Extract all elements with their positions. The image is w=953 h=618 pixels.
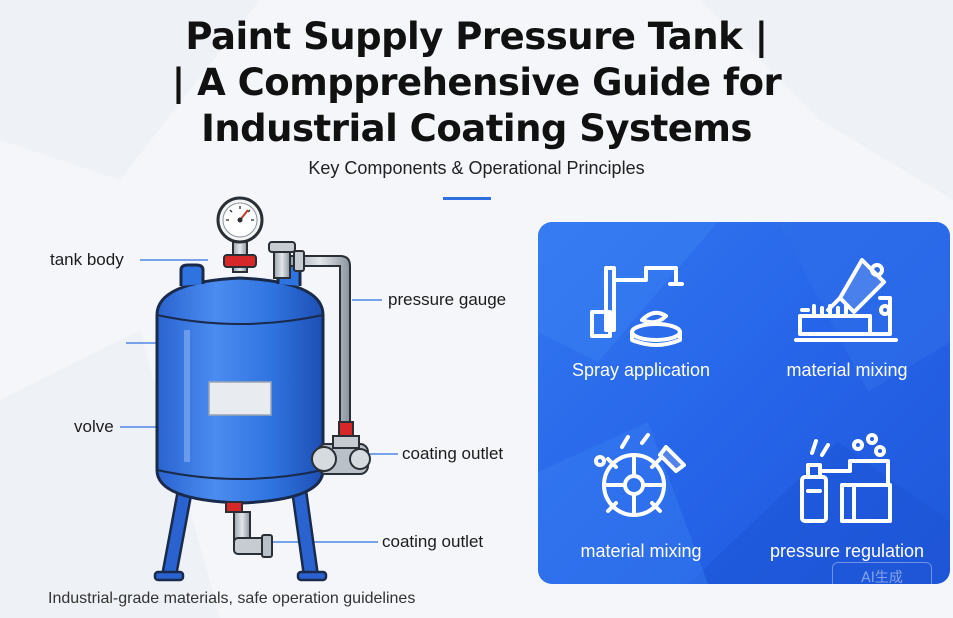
page-title: Paint Supply Pressure Tank | | A Comppre… bbox=[0, 14, 953, 152]
label-valve: volve bbox=[74, 417, 114, 436]
tank-nameplate bbox=[208, 381, 272, 416]
applications-panel: Spray application material mixing materi… bbox=[538, 222, 950, 584]
bottom-outlet-valve bbox=[225, 501, 273, 558]
feature-material-mixing-2: material mixing bbox=[538, 403, 744, 584]
label-coating-outlet-bottom: coating outlet bbox=[382, 532, 484, 551]
ai-generated-watermark: AI生成 bbox=[832, 562, 932, 584]
footer-note: Industrial-grade materials, safe operati… bbox=[48, 590, 416, 607]
title-line-1: Paint Supply Pressure Tank | bbox=[185, 15, 768, 58]
supply-pipe bbox=[268, 241, 351, 427]
feature-label: material mixing bbox=[786, 360, 908, 380]
label-coating-outlet-side: coating outlet bbox=[402, 444, 504, 463]
spray-equipment-icon bbox=[590, 266, 684, 347]
feature-pressure-regulation: pressure regulation bbox=[744, 403, 950, 584]
title-line-3: Industrial Coating Systems bbox=[201, 107, 752, 150]
pressure-gauge-assembly bbox=[216, 196, 264, 273]
label-tank-body: tank body bbox=[50, 250, 124, 269]
feature-spray-application: Spray application bbox=[538, 222, 744, 403]
side-outlet-valve bbox=[311, 421, 371, 475]
pressure-system-icon bbox=[800, 433, 892, 523]
feature-label: pressure regulation bbox=[769, 541, 925, 561]
panel-decoration bbox=[538, 222, 950, 584]
label-pressure-gauge: pressure gauge bbox=[388, 290, 507, 309]
title-line-2: | A Compprehensive Guide for bbox=[171, 61, 782, 104]
feature-label: material mixing bbox=[580, 541, 702, 561]
subtitle-divider bbox=[443, 197, 491, 200]
feature-label: Spray application bbox=[571, 360, 711, 380]
page-subtitle: Key Components & Operational Principles bbox=[308, 158, 645, 178]
mixer-blades-icon bbox=[594, 433, 686, 517]
mixing-machine-icon bbox=[794, 258, 898, 342]
feature-material-mixing: material mixing bbox=[744, 222, 950, 403]
